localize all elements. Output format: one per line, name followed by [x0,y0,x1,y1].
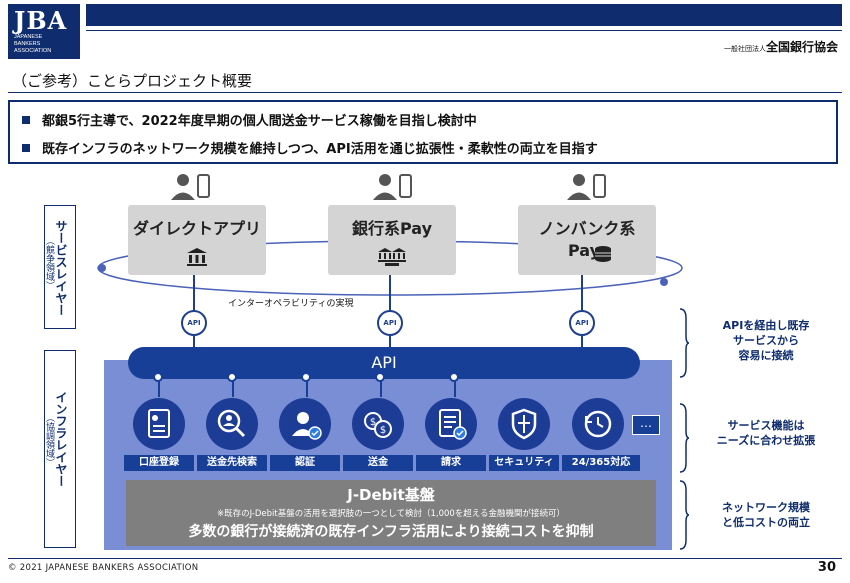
side-note-line: ネットワーク規模 [722,501,810,514]
service-nonbank-pay: ノンバンク系 Pay [518,205,656,275]
logo-subtext: JAPANESE BANKERS ASSOCIATION [14,34,51,55]
shield-icon [498,398,550,450]
footer-divider [8,558,842,559]
connector-dot [375,372,385,382]
logo-sub-line: JAPANESE [14,34,43,40]
side-note-line: と低コストの両立 [722,516,810,529]
title-divider [8,92,842,93]
service-name-line2: Pay [568,241,601,260]
function-label: 口座登録 [124,455,194,471]
connector-dot [227,372,237,382]
function-label: 認証 [270,455,340,471]
summary-box: 都銀5行主導で、2022年度早期の個人間送金サービス稼働を目指し検討中 既存イン… [8,100,838,164]
side-note-line: APIを経由し既存 [722,319,810,332]
bullet-text: 都銀5行主導で、2022年度早期の個人間送金サービス稼働を目指し検討中 [42,114,477,129]
infra-layer-label: インフラレイヤー （協調領域） [44,350,76,548]
side-note-functions: サービス機能は ニーズに合わせ拡張 [692,418,840,448]
bank-icon [187,248,207,266]
bullet-text: 既存インフラのネットワーク規模を維持しつつ、API活用を通じ拡張性・柔軟性の両立… [42,142,598,157]
header-divider [86,30,842,31]
page-number: 30 [817,560,836,575]
service-name: 銀行系Pay [351,219,433,238]
function-label: セキュリティ [489,455,559,471]
logo-sub-line: ASSOCIATION [14,48,52,54]
infra-layer-sublabel: （協調領域） [44,413,54,467]
service-layer-title: サービスレイヤー [54,220,68,316]
clock-icon [572,398,624,450]
service-name: ダイレクトアプリ [132,219,261,238]
base-headline: 多数の銀行が接続済の既存インフラ活用により接続コストを抑制 [188,524,594,540]
side-note-line: サービス機能は [727,419,805,432]
api-icon-label: API [383,319,397,327]
brace-icon [679,308,690,378]
user-phone-icon [373,174,412,200]
connector-line [232,379,234,397]
copyright: © 2021 JAPANESE BANKERS ASSOCIATION [8,563,199,573]
user-phone-icon [171,174,210,200]
function-label: 24/365対応 [562,455,640,471]
logo-sub-line: BANKERS [14,41,41,47]
logo-text: JBA [14,6,68,35]
svg-text:$: $ [380,425,386,436]
summary-bullet: 既存インフラのネットワーク規模を維持しつつ、API活用を通じ拡張性・柔軟性の両立… [22,138,598,157]
user-phone-icon [567,174,606,200]
side-note-line: ニーズに合わせ拡張 [716,434,816,447]
api-plug-icon: API [569,310,595,336]
api-plug-icon: API [181,310,207,336]
banks-icon [378,248,406,266]
api-icon-label: API [575,319,589,327]
brace-icon [679,403,690,473]
connector-dot [301,372,311,382]
side-note-network: ネットワーク規模 と低コストの両立 [692,500,840,530]
bullet-square-icon [22,144,30,152]
side-note-api: APIを経由し既存 サービスから 容易に接続 [692,318,840,363]
base-note: ※既存のJ-Debit基盤の活用を選択肢の一つとして検討（1,000を超える金融… [216,509,566,519]
org-name-text: 全国銀行協会 [765,40,838,54]
service-name: ノンバンク系 [538,219,636,238]
svg-text:$: $ [370,417,376,428]
connector-dot [449,372,459,382]
summary-bullet: 都銀5行主導で、2022年度早期の個人間送金サービス稼働を目指し検討中 [22,110,477,129]
connector-line [380,379,382,397]
service-layer-sublabel: （競争領域） [44,236,54,290]
jba-logo: JBA JAPANESE BANKERS ASSOCIATION [8,4,80,59]
search-person-icon [206,398,258,450]
page-title: （ご参考）ことらプロジェクト概要 [12,72,253,90]
function-label: 送金 [343,455,413,471]
service-bank-pay: 銀行系Pay [328,205,456,275]
service-direct-app: ダイレクトアプリ [128,205,266,275]
function-label: 送金先検索 [197,455,267,471]
api-plug-icon: API [377,310,403,336]
service-layer-label: サービスレイヤー （競争領域） [44,205,76,329]
function-label: 請求 [416,455,486,471]
organization-name: 一般社団法人全国銀行協会 [724,38,838,55]
invoice-icon [425,398,477,450]
bullet-square-icon [22,116,30,124]
infra-layer-title: インフラレイヤー [54,391,68,487]
connector-line [158,379,160,397]
brace-icon [679,480,690,550]
interop-label: インターオペラビリティの実現 [228,299,354,309]
connector-line [454,379,456,397]
account-doc-icon [133,398,185,450]
jdebit-base: J-Debit基盤 ※既存のJ-Debit基盤の活用を選択肢の一つとして検討（1… [126,480,656,546]
side-note-line: サービスから [733,334,799,347]
side-note-line: 容易に接続 [738,349,794,362]
header-bar [86,4,842,26]
coins-transfer-icon: $$ [352,398,404,450]
coins-icon [595,246,611,262]
base-title: J-Debit基盤 [347,486,435,504]
more-functions-icon: … [632,415,660,435]
auth-icon [279,398,331,450]
connector-line [306,379,308,397]
connector-dot [153,372,163,382]
org-prefix: 一般社団法人 [723,45,766,53]
api-icon-label: API [187,319,201,327]
